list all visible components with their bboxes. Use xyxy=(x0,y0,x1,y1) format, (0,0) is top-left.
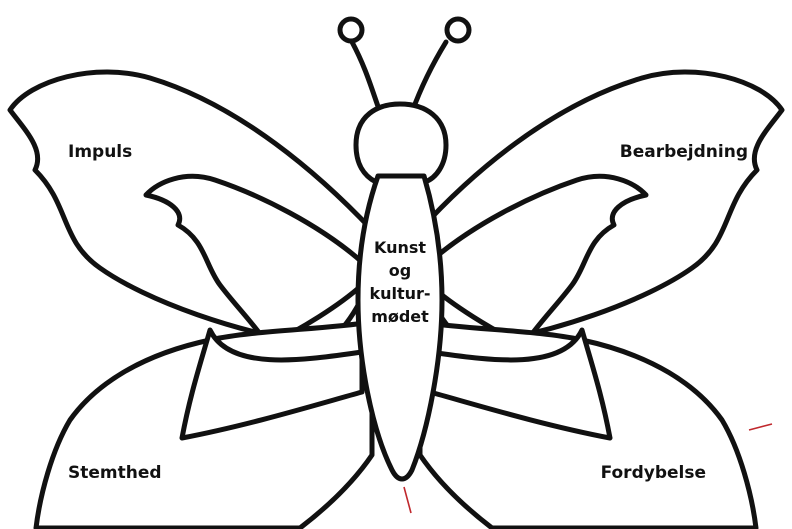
body-label-line-4: mødet xyxy=(371,307,429,326)
right-antenna-tip xyxy=(447,19,469,41)
left-antenna xyxy=(352,42,380,112)
body-label-line-2: og xyxy=(389,261,411,280)
cut-mark-bottom xyxy=(404,487,411,513)
label-lower-left: Stemthed xyxy=(68,463,162,483)
butterfly-head xyxy=(356,104,446,182)
cut-mark-right xyxy=(749,424,772,430)
label-upper-right: Bearbejdning xyxy=(620,142,748,162)
right-antenna xyxy=(412,42,446,112)
left-antenna-tip xyxy=(340,19,362,41)
body-label-line-1: Kunst xyxy=(374,238,426,257)
label-upper-left: Impuls xyxy=(68,142,132,162)
label-lower-right: Fordybelse xyxy=(601,463,706,483)
body-label-line-3: kultur- xyxy=(369,284,430,303)
